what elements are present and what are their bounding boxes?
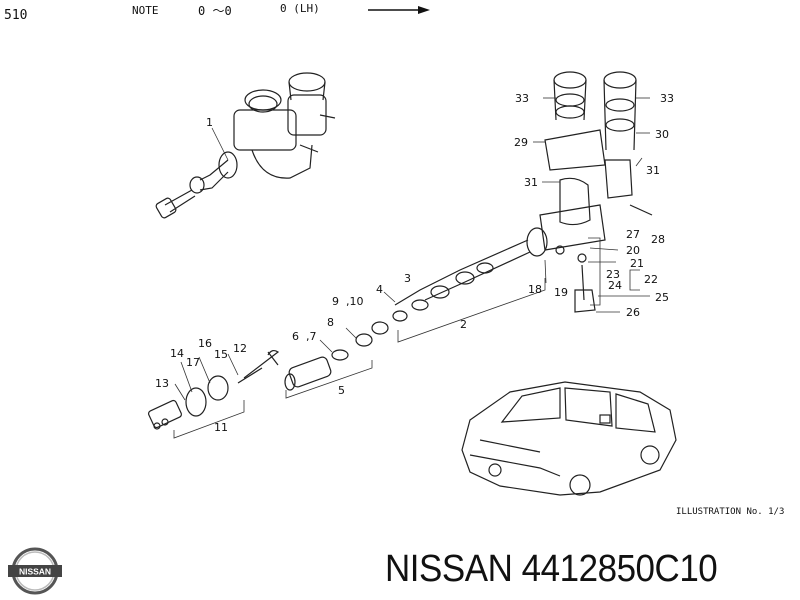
- push-rod-assembly: [147, 349, 280, 430]
- part-number-caption: NISSAN 4412850C10: [385, 548, 718, 590]
- callout-2: 2: [460, 318, 467, 331]
- callout-21: 21: [630, 257, 644, 270]
- model-code: 510: [4, 8, 28, 23]
- callout-33-left: 33: [515, 92, 529, 105]
- callout-22: 22: [644, 273, 658, 286]
- callout-31-left: 31: [524, 176, 538, 189]
- callout-6: 6: [292, 330, 299, 343]
- callout-17: 17: [186, 356, 200, 369]
- callout-28: 28: [651, 233, 665, 246]
- callout-3: 3: [404, 272, 411, 285]
- master-cylinder-exploded: [394, 71, 653, 313]
- callout-14: 14: [170, 347, 184, 360]
- note-side: 0 (LH): [280, 2, 320, 15]
- car-locator: [461, 381, 677, 496]
- callout-23: 23: [606, 268, 620, 281]
- master-cylinder-assembly: [155, 72, 336, 219]
- callout-7: ,7: [306, 330, 317, 343]
- callout-11: 11: [214, 421, 228, 434]
- piston-components: [237, 262, 494, 391]
- logo-wordmark: NISSAN: [19, 567, 51, 577]
- callout-30: 30: [655, 128, 669, 141]
- callout-27: 27: [626, 228, 640, 241]
- callout-19: 19: [554, 286, 568, 299]
- illustration-number: ILLUSTRATION No. 1/3: [676, 507, 785, 517]
- leader-lines: [174, 97, 650, 401]
- callout-8: 8: [327, 316, 334, 329]
- note-range: 0 ～0: [198, 4, 232, 18]
- note-label: NOTE: [132, 4, 159, 17]
- callout-12: 12: [233, 342, 247, 355]
- callout-31-right: 31: [646, 164, 660, 177]
- callout-33-right: 33: [660, 92, 674, 105]
- callout-1: 1: [206, 116, 213, 129]
- callout-4: 4: [376, 283, 383, 296]
- callout-18: 18: [528, 283, 542, 296]
- callout-10: ,10: [346, 295, 364, 308]
- callout-13: 13: [155, 377, 169, 390]
- bracket-lines: [173, 237, 640, 439]
- callout-5: 5: [338, 384, 345, 397]
- callout-26: 26: [626, 306, 640, 319]
- callout-9: 9: [332, 295, 339, 308]
- callout-25: 25: [655, 291, 669, 304]
- direction-arrow: [368, 6, 430, 14]
- callout-16: 16: [198, 337, 212, 350]
- callout-24: 24: [608, 279, 622, 292]
- callout-29: 29: [514, 136, 528, 149]
- nissan-logo: NISSAN: [8, 547, 62, 595]
- callout-15: 15: [214, 348, 228, 361]
- callout-20: 20: [626, 244, 640, 257]
